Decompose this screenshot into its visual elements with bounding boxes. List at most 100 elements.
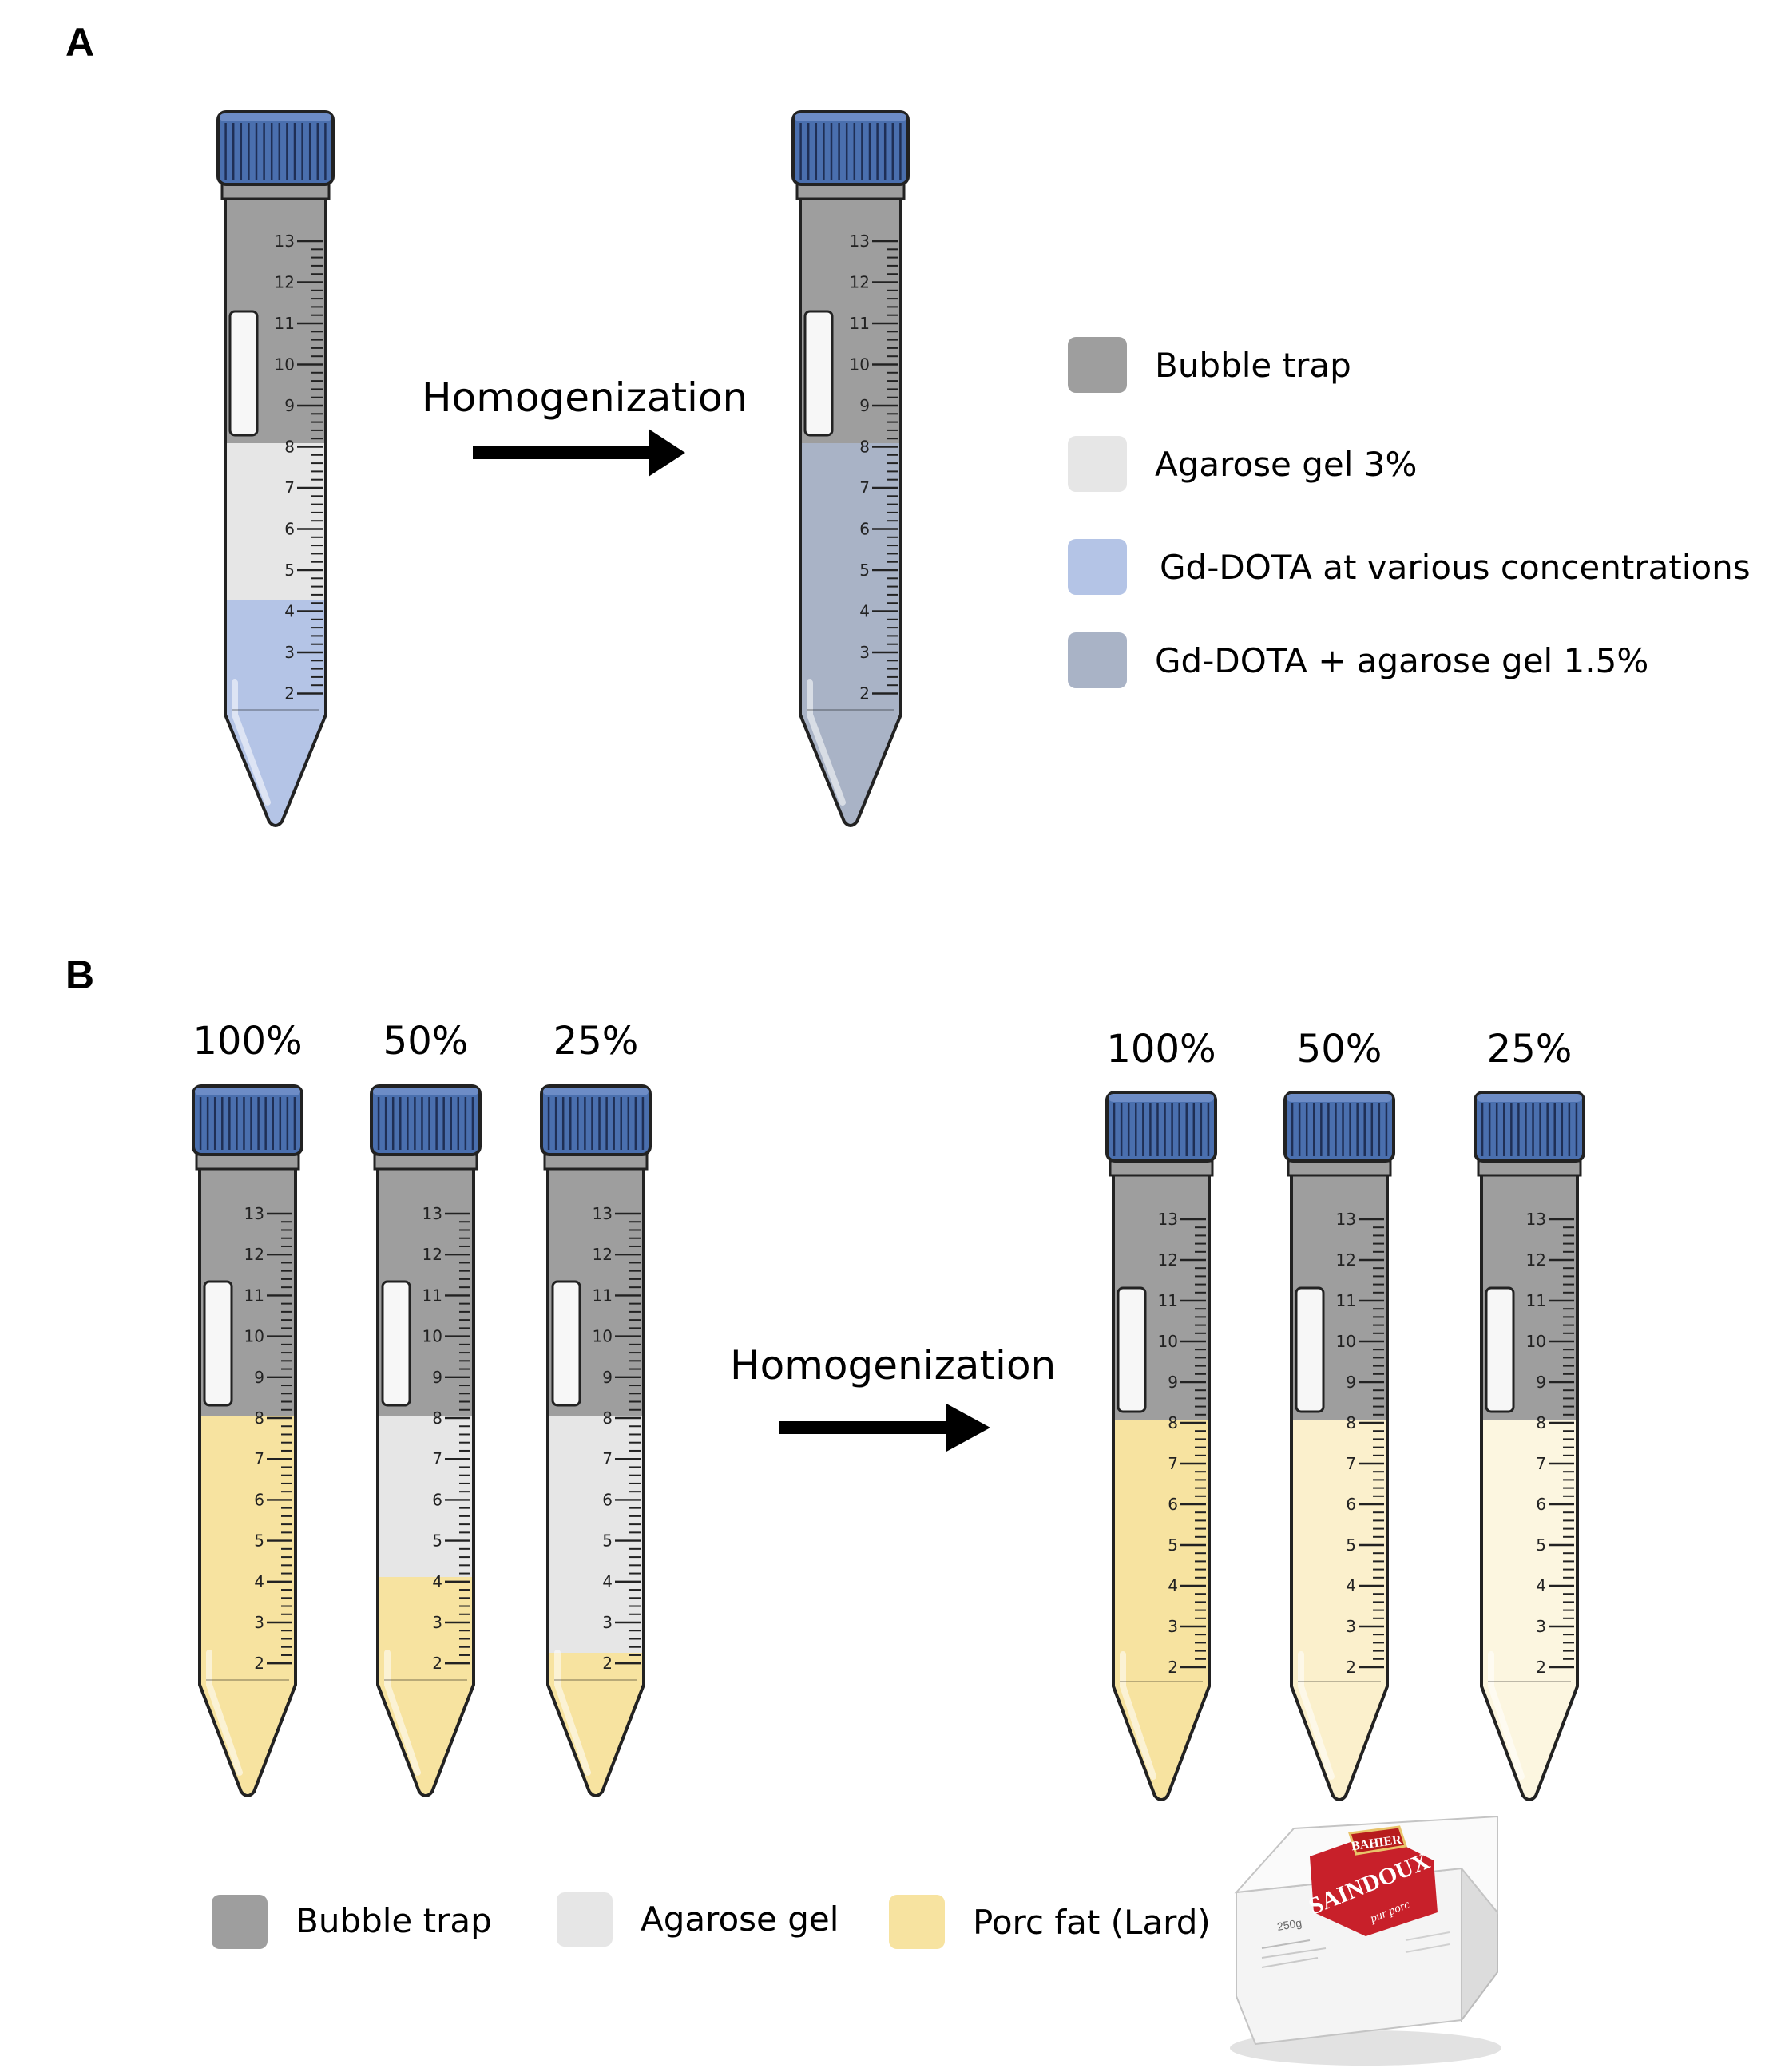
tube-scale-number: 12	[1158, 1250, 1178, 1270]
tube-scale-number: 13	[1526, 1210, 1546, 1229]
tube-scale-number: 10	[593, 1327, 613, 1346]
panel-a-letter: A	[65, 20, 94, 65]
lard-weight: 250g	[1276, 1916, 1303, 1933]
tube-write-label	[203, 1280, 233, 1407]
tube-scale-number: 3	[859, 643, 870, 662]
tube-scale-number: 10	[1158, 1332, 1178, 1351]
tube-scale-number: 9	[284, 396, 295, 415]
tube-neck	[543, 1153, 649, 1171]
legend-a-swatch-gd-gel	[1068, 632, 1127, 688]
pct-after-50: 50%	[1297, 1027, 1382, 1072]
legend-b-label-agarose: Agarose gel	[641, 1900, 839, 1939]
legend-b-swatch-fat	[889, 1895, 945, 1949]
tube-scale-number: 10	[1526, 1332, 1546, 1351]
tube-scale-number: 9	[602, 1368, 613, 1387]
tube-scale-number: 3	[432, 1613, 442, 1632]
tube-scale-number: 4	[1168, 1576, 1178, 1595]
homogenization-arrow-a: Homogenization	[422, 374, 748, 477]
tube-scale-number: 12	[244, 1245, 264, 1264]
layer-agarose-gel	[548, 1416, 644, 1653]
tube-scale-number: 5	[284, 561, 295, 580]
arrow-shaft-b	[779, 1421, 954, 1434]
legend-a-swatch-agarose	[1068, 436, 1127, 492]
tube-scale-number: 10	[1336, 1332, 1356, 1351]
tube-write-label	[381, 1280, 411, 1407]
tube-scale-number: 5	[1346, 1535, 1356, 1555]
tube-scale-number: 10	[422, 1327, 442, 1346]
tube-scale-number: 4	[432, 1572, 442, 1591]
tube-scale-number: 13	[422, 1204, 442, 1223]
tube-scale-number: 7	[859, 478, 870, 497]
tube-scale-number: 8	[1536, 1413, 1546, 1432]
tube-scale-number: 9	[1168, 1373, 1178, 1392]
pct-before-50: 50%	[383, 1019, 469, 1064]
homogenization-arrow-b: Homogenization	[730, 1342, 1056, 1452]
tube-scale-number: 13	[593, 1204, 613, 1223]
panel-b-letter: B	[65, 953, 94, 997]
tube-cap	[192, 1084, 303, 1156]
tube-cap	[540, 1084, 652, 1156]
arrow-label-a: Homogenization	[422, 374, 748, 421]
layer-agarose-gel	[378, 1416, 474, 1577]
tube-scale-number: 7	[284, 478, 295, 497]
tube-scale-number: 5	[254, 1531, 264, 1551]
legend-b: Bubble trap Agarose gel Porc fat (Lard)	[212, 1892, 1211, 1949]
tube-scale-number: 6	[1346, 1495, 1356, 1514]
tube-scale-number: 4	[284, 602, 295, 621]
tube-scale-number: 7	[602, 1449, 613, 1468]
tube-cap	[370, 1084, 482, 1156]
tube-scale-number: 2	[859, 684, 870, 703]
tube-scale-number: 6	[859, 520, 870, 539]
arrow-head-a	[649, 429, 685, 477]
legend-b-swatch-bubble	[212, 1895, 268, 1949]
tube-cap	[216, 110, 335, 186]
tube-scale-number: 11	[850, 314, 870, 333]
tube-neck	[795, 183, 906, 200]
tube-cap	[1283, 1091, 1395, 1163]
tube-cap	[791, 110, 910, 186]
tube-scale-number: 13	[1158, 1210, 1178, 1229]
tube-scale-number: 5	[602, 1531, 613, 1551]
tube-scale-number: 7	[1536, 1454, 1546, 1473]
tube-scale-number: 8	[859, 438, 870, 457]
pct-before-25: 25%	[553, 1019, 639, 1064]
tube-scale-number: 12	[422, 1245, 442, 1264]
tube-scale-number: 12	[1336, 1250, 1356, 1270]
tube-scale-number: 8	[1168, 1413, 1178, 1432]
arrow-shaft-a	[473, 446, 656, 459]
tube-write-label	[228, 310, 259, 437]
legend-a-label-gd: Gd-DOTA at various concentrations	[1160, 548, 1751, 587]
tube-scale-number: 2	[1346, 1658, 1356, 1677]
tube-scale-number: 2	[432, 1654, 442, 1673]
tube-scale-number: 3	[1168, 1617, 1178, 1636]
tube-scale-number: 4	[602, 1572, 613, 1591]
tube-scale-number: 11	[422, 1286, 442, 1305]
tube-scale-number: 8	[1346, 1413, 1356, 1432]
tube-scale-number: 9	[254, 1368, 264, 1387]
tube-scale-number: 5	[432, 1531, 442, 1551]
legend-b-label-bubble: Bubble trap	[296, 1901, 492, 1940]
tube-scale-number: 7	[254, 1449, 264, 1468]
tube-scale-number: 6	[1168, 1495, 1178, 1514]
tube-scale-number: 11	[1158, 1291, 1178, 1310]
tube-scale-number: 11	[1336, 1291, 1356, 1310]
layer-agarose-gel	[225, 443, 326, 600]
tube-neck	[1109, 1159, 1214, 1177]
legend-a-label-bubble: Bubble trap	[1155, 346, 1351, 385]
tube-scale-number: 2	[254, 1654, 264, 1673]
tube-scale-number: 4	[254, 1572, 264, 1591]
tube-neck	[1287, 1159, 1392, 1177]
tube-write-label	[1485, 1286, 1515, 1413]
tube-scale-number: 13	[1336, 1210, 1356, 1229]
tube-scale-number: 4	[1536, 1576, 1546, 1595]
tube-scale-number: 4	[1346, 1576, 1356, 1595]
